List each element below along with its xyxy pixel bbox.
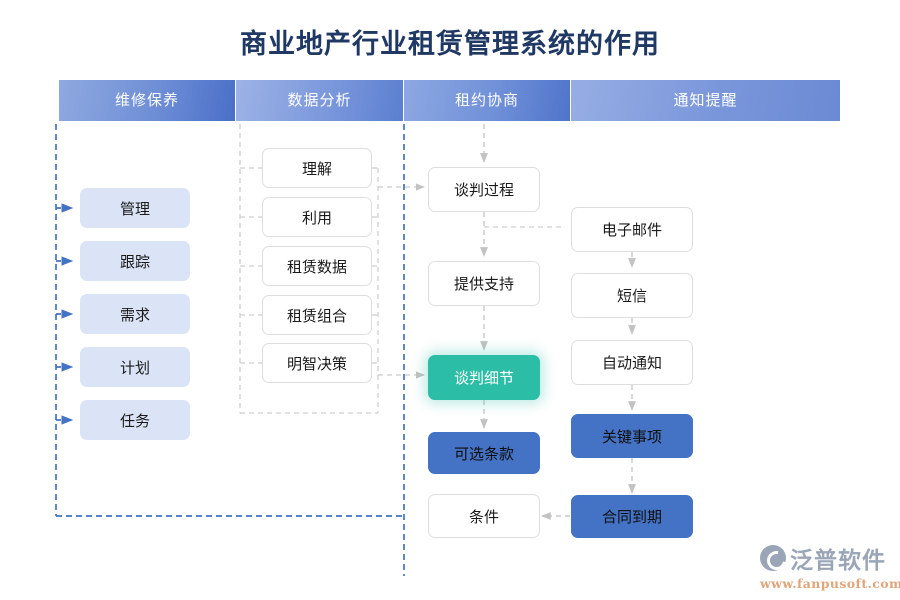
analytics-to-negotiation-arrows	[378, 183, 425, 379]
node-lease-portfolio[interactable]: 租赁组合	[262, 295, 372, 335]
node-utilize[interactable]: 利用	[262, 197, 372, 237]
tab-notification[interactable]: 通知提醒	[571, 80, 840, 121]
page-title: 商业地产行业租赁管理系统的作用	[240, 29, 660, 60]
tab-lease-negotiation[interactable]: 租约协商	[404, 80, 570, 121]
logo-row: 泛普软件	[760, 541, 894, 575]
node-provide-support[interactable]: 提供支持	[428, 261, 540, 306]
fanpu-logo-icon	[760, 545, 786, 571]
maintenance-branch-arrows	[56, 203, 74, 425]
node-conditions[interactable]: 条件	[428, 494, 540, 538]
node-auto-notification[interactable]: 自动通知	[571, 340, 693, 385]
node-negotiation-details[interactable]: 谈判细节	[428, 355, 540, 400]
tab-data-analysis[interactable]: 数据分析	[236, 80, 403, 121]
node-task[interactable]: 任务	[80, 400, 190, 440]
node-optional-terms[interactable]: 可选条款	[428, 432, 540, 474]
node-negotiation-process[interactable]: 谈判过程	[428, 167, 540, 212]
logo-url: www.fanpusoft.com	[760, 576, 900, 591]
node-key-items[interactable]: 关键事项	[571, 414, 693, 458]
node-demand[interactable]: 需求	[80, 294, 190, 334]
node-wise-decision[interactable]: 明智决策	[262, 343, 372, 383]
node-sms[interactable]: 短信	[571, 273, 693, 318]
brand-logo: 泛普软件 www.fanpusoft.com	[760, 541, 900, 591]
node-lease-data[interactable]: 租赁数据	[262, 246, 372, 286]
node-email[interactable]: 电子邮件	[571, 207, 693, 252]
node-management[interactable]: 管理	[80, 188, 190, 228]
node-contract-expiry[interactable]: 合同到期	[571, 495, 693, 538]
logo-name: 泛普软件	[790, 548, 886, 574]
tab-maintenance[interactable]: 维修保养	[59, 80, 235, 121]
node-tracking[interactable]: 跟踪	[80, 241, 190, 281]
node-understand[interactable]: 理解	[262, 148, 372, 188]
node-plan[interactable]: 计划	[80, 347, 190, 387]
